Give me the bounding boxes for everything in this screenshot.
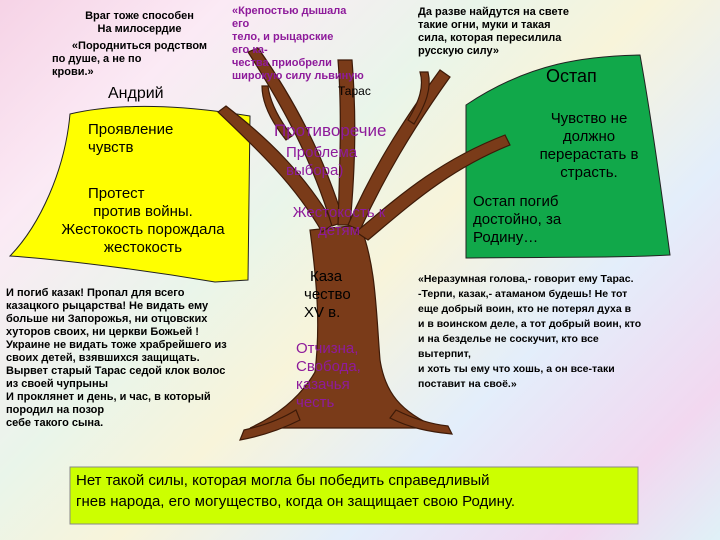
choice-line: Проблема (286, 144, 358, 161)
quote-right-bottom-line: еще добрый воин, кто не потерял духа в (418, 303, 632, 315)
tree-branch-left (217, 105, 335, 233)
choice-line: выбора) (286, 162, 344, 179)
quote-top-line: чества приобрели (232, 57, 332, 69)
feeling-line: Чувство не (550, 110, 628, 127)
feelings-line: чувств (88, 139, 134, 156)
quote-left: Враг тоже способен На милосердие «Породн… (52, 10, 227, 79)
left-yellow-blob (8, 105, 251, 283)
quote-right-top-line: Да разве найдутся на свете (418, 6, 569, 18)
name-taras: Тарас (338, 84, 371, 98)
quote-right-bottom-line: поставит на своё.» (418, 378, 517, 390)
protest-line: Протест (88, 185, 145, 202)
quote-left-line: крови.» (52, 66, 94, 78)
cruelty-label: Жестокость к детям (274, 204, 404, 240)
quote-left-line: по душе, а не по (52, 53, 142, 65)
tree-root-left (239, 409, 301, 441)
quote-left-bottom: И погиб казак! Пропал для всего казацког… (6, 287, 227, 430)
quote-right-top-line: сила, которая пересилила (418, 32, 562, 44)
quote-top-line: «Крепостью дышала (232, 5, 347, 17)
quote-right-bottom-line: «Неразумная голова,- говорит ему Тарас. (418, 273, 634, 285)
values-line: честь (296, 394, 335, 411)
tree-branch-right-upper (347, 69, 451, 231)
cossacks-label: Каза чество XV в. (304, 268, 351, 322)
quote-top-line: тело, и рыцарские (232, 31, 334, 43)
ostap-death-line: Родину… (473, 229, 539, 246)
cossacks-line: Каза (310, 268, 343, 285)
quote-right-top-line: такие огни, муки и такая (418, 19, 551, 31)
quote-left-bottom-line: казацкого рыцарства! Не видать ему (6, 300, 209, 312)
quote-top: «Крепостью дышала его тело, и рыцарские … (232, 5, 364, 83)
quote-left-bottom-line: своих детей, взявшихся защищать. (6, 352, 200, 364)
conclusion-line: Нет такой силы, которая могла бы победит… (76, 472, 490, 489)
cossacks-line: XV в. (304, 304, 341, 321)
choice-label: Проблема выбора) (286, 144, 357, 180)
ostap-death-label: Остап погиб достойно, за Родину… (473, 193, 561, 247)
feeling-line: страсть. (560, 164, 618, 181)
quote-left-bottom-line: Украине не видать тоже храбрейшего из (6, 339, 227, 351)
quote-left-bottom-line: И проклянет и день, и час, в который (6, 391, 211, 403)
protest-label: Протест против войны. Жестокость порожда… (28, 185, 258, 257)
conclusion-box (69, 466, 639, 525)
values-label: Отчизна, Свобода, казачья честь (296, 340, 361, 412)
feelings-line: Проявление (88, 121, 174, 138)
tree-twig-1 (261, 85, 293, 141)
quote-right-bottom: «Неразумная голова,- говорит ему Тарас. … (418, 272, 641, 392)
tree-branch-left-upper (247, 47, 345, 227)
quote-left-line: На милосердие (97, 23, 182, 35)
quote-left-bottom-line: больше ни Запорожья, ни отцовских (6, 313, 208, 325)
name-ostap: Остап (546, 66, 597, 86)
quote-left-bottom-line: себе такого сына. (6, 417, 104, 429)
tree-root-right (389, 409, 454, 435)
tree-branch-right (355, 134, 511, 241)
tree-drawing (217, 47, 511, 441)
quote-top-line: его (232, 18, 250, 30)
ostap-death-line: Остап погиб (473, 193, 559, 210)
tree-branch-top (337, 59, 356, 226)
quote-right-bottom-line: -Терпи, казак,- атаманом будешь! Не тот (418, 288, 628, 300)
feeling-line: перерастать в (539, 146, 639, 163)
values-line: казачья (296, 376, 350, 393)
quote-right-bottom-line: вытерпит, (418, 348, 471, 360)
feeling-line: должно (562, 128, 616, 145)
tree-twig-2 (407, 71, 430, 125)
cruelty-line: детям (318, 222, 360, 239)
quote-right-top: Да разве найдутся на свете такие огни, м… (418, 6, 569, 58)
quote-left-bottom-line: породил на позор (6, 404, 105, 416)
quote-top-line: широкую силу львиную (232, 70, 364, 82)
values-line: Свобода, (296, 358, 361, 375)
conclusion-line: гнев народа, его могущество, когда он за… (76, 493, 516, 510)
ostap-death-line: достойно, за (473, 211, 562, 228)
quote-left-bottom-line: из своей чупрыны (6, 378, 108, 390)
protest-line: против войны. (93, 203, 193, 220)
quote-right-bottom-line: и хоть ты ему что хошь, а он все-таки (418, 363, 615, 375)
feelings-label: Проявление чувств (88, 121, 173, 157)
quote-top-line: его ка- (232, 44, 268, 56)
protest-line: жестокость (103, 239, 183, 256)
quote-left-bottom-line: хуторов своих, ни церкви Божьей ! (6, 326, 199, 338)
quote-right-bottom-line: и на безделье не соскучит, кто все (418, 333, 599, 345)
quote-left-line: «Породниться родством (71, 40, 208, 52)
feeling-label: Чувство не должно перерастать в страсть. (514, 110, 664, 182)
cruelty-line: Жестокость к (292, 204, 386, 221)
right-green-blob (465, 54, 671, 259)
cossacks-line: чество (304, 286, 351, 303)
contradiction-label: Противоречие (274, 121, 387, 140)
quote-right-top-line: русскую силу» (418, 45, 499, 57)
quote-left-bottom-line: Вырвет старый Тарас седой клок волос (6, 365, 226, 377)
conclusion-text: Нет такой силы, которая могла бы победит… (76, 470, 515, 512)
quote-right-bottom-line: и в воинском деле, а тот добрый воин, кт… (418, 318, 642, 330)
quote-left-bottom-line: И погиб казак! Пропал для всего (6, 287, 185, 299)
name-andriy: Андрий (108, 85, 164, 102)
quote-left-line: Враг тоже способен (85, 10, 194, 22)
protest-line: Жестокость порождала (61, 221, 225, 238)
values-line: Отчизна, (296, 340, 359, 357)
